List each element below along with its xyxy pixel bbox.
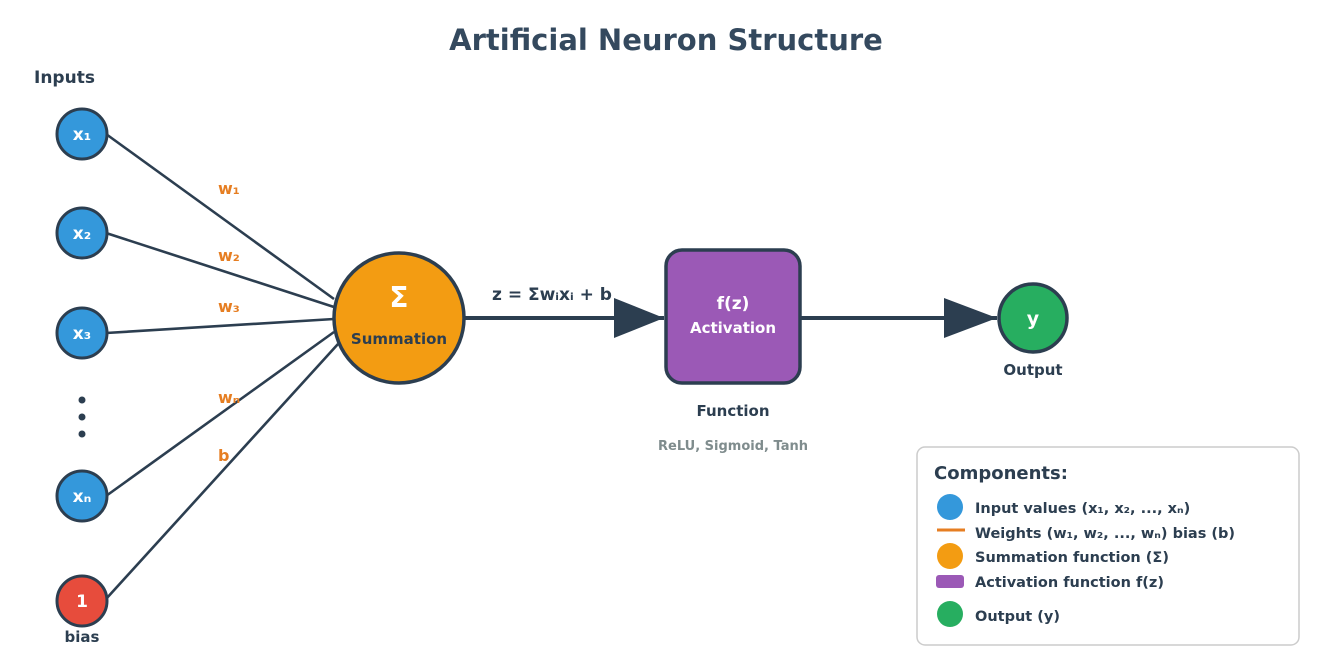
legend-item-weights: Weights (w₁, w₂, ..., wₙ) bias (b) [975, 526, 1235, 542]
connection-bias [105, 343, 339, 600]
weight-label-wn: wₙ [218, 388, 240, 407]
input-node-x1: x₁ [55, 107, 109, 161]
input-node-x2: x₂ [55, 206, 109, 260]
input-node-xn: xₙ [55, 469, 109, 523]
connection-x2 [105, 231, 335, 309]
sigma-symbol: Σ [389, 281, 408, 314]
legend-item-activation: Activation function f(z) [975, 575, 1164, 591]
formula-label: z = Σwᵢxᵢ + b [492, 285, 612, 305]
bias-caption: bias [65, 628, 100, 646]
activation-node: f(z) Activation [664, 248, 802, 385]
arrowhead-sum-to-activation [614, 298, 664, 338]
connection-x1 [105, 132, 335, 301]
legend-swatch-output [937, 601, 963, 627]
legend-swatch-summation [937, 543, 963, 569]
weight-label-bias: b [218, 446, 229, 465]
summation-node: Σ Summation [332, 251, 466, 385]
legend-title: Components: [934, 463, 1068, 484]
activation-caption: Function [696, 402, 769, 420]
connection-x3 [105, 317, 335, 335]
activation-fz: f(z) [717, 294, 750, 314]
weight-label-w1: w₁ [218, 179, 240, 198]
connection-xn [105, 330, 335, 498]
legend-swatch-input [937, 494, 963, 520]
weight-label-w2: w₂ [218, 246, 240, 265]
input-node-label: x₂ [73, 224, 91, 244]
ellipsis-dots [78, 396, 86, 438]
weight-label-w3: w₃ [218, 297, 240, 316]
legend-item-summation: Summation function (Σ) [975, 550, 1169, 566]
bias-node: 1 [55, 574, 109, 628]
inputs-header: Inputs [34, 68, 95, 88]
output-node: y [997, 282, 1069, 354]
arrowhead-activation-to-output [944, 298, 997, 338]
input-connections [105, 132, 339, 600]
diagram-title: Artificial Neuron Structure [449, 23, 883, 57]
output-caption: Output [1003, 361, 1062, 379]
legend-item-input: Input values (x₁, x₂, ..., xₙ) [975, 501, 1190, 517]
activation-label: Activation [690, 319, 776, 337]
output-label: y [1027, 308, 1040, 330]
input-node-label: x₃ [73, 324, 91, 344]
legend-item-output: Output (y) [975, 609, 1060, 625]
activation-examples: ReLU, Sigmoid, Tanh [658, 439, 808, 454]
input-node-label: x₁ [73, 125, 91, 145]
input-node-label: xₙ [73, 487, 92, 507]
summation-label: Summation [351, 330, 447, 348]
legend: Components: Input values (x₁, x₂, ..., x… [916, 446, 1300, 646]
legend-swatch-activation [936, 575, 964, 588]
bias-node-label: 1 [76, 592, 88, 612]
input-node-x3: x₃ [55, 306, 109, 360]
